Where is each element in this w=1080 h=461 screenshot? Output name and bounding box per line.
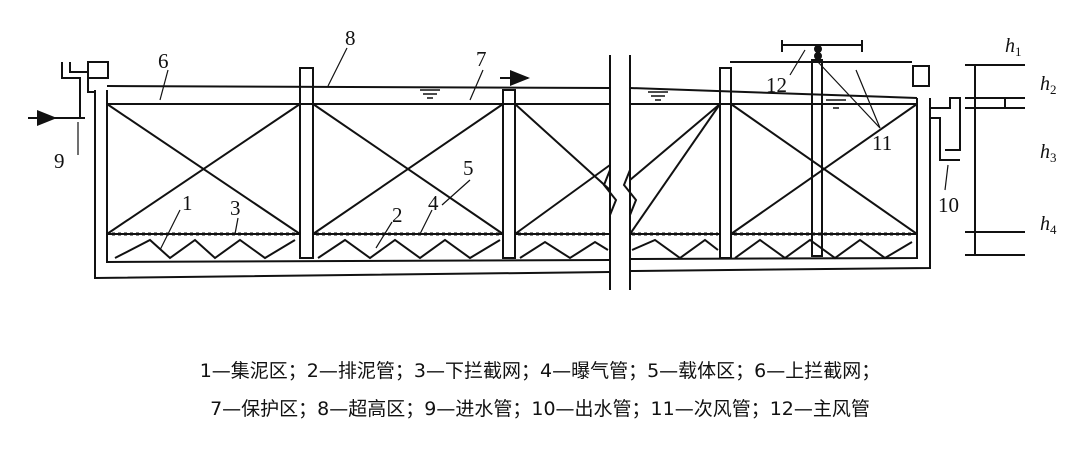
callout-1: 1 (182, 191, 193, 215)
main-air-pipe (730, 40, 912, 63)
callout-12: 12 (766, 73, 787, 97)
callout-5: 5 (463, 156, 474, 180)
tank-outer-wall (94, 90, 931, 280)
height-label-h2: h2 (1040, 73, 1057, 97)
height-dimension-lines (965, 64, 1025, 256)
height-label-h4: h4 (1040, 213, 1057, 237)
outlet-pipe (912, 65, 961, 161)
callout-10: 10 (938, 193, 959, 217)
inlet-pipe (55, 61, 109, 119)
aeration-pipe (114, 238, 913, 260)
callout-11: 11 (872, 131, 892, 155)
callout-6: 6 (158, 49, 169, 73)
carrier-zone (106, 103, 918, 235)
callout-3: 3 (230, 196, 241, 220)
height-label-h1: h1 (1005, 35, 1022, 59)
callout-2: 2 (392, 203, 403, 227)
height-label-h3: h3 (1040, 141, 1057, 165)
leader-lines (77, 47, 949, 251)
break-lines (602, 55, 638, 290)
diagram-canvas: 1 2 3 4 5 6 7 8 9 10 11 12 h1 h2 h3 h4 (28, 26, 1057, 290)
baffle-walls (299, 59, 823, 259)
tank-cross-section-diagram: 1 2 3 4 5 6 7 8 9 10 11 12 h1 h2 h3 h4 (28, 26, 1057, 290)
legend-caption: 1—集泥区；2—排泥管；3—下拦截网；4—曝气管；5—载体区；6—上拦截网； 7… (0, 352, 1080, 428)
legend-line-2: 7—保护区；8—超高区；9—进水管；10—出水管；11—次风管；12—主风管 (210, 398, 870, 420)
callout-9: 9 (54, 149, 65, 173)
callout-8: 8 (345, 26, 356, 50)
legend-line-1: 1—集泥区；2—排泥管；3—下拦截网；4—曝气管；5—载体区；6—上拦截网； (199, 360, 881, 382)
water-surface (106, 85, 918, 105)
callout-7: 7 (476, 47, 487, 71)
callout-4: 4 (428, 191, 439, 215)
water-level-marks (420, 89, 846, 109)
